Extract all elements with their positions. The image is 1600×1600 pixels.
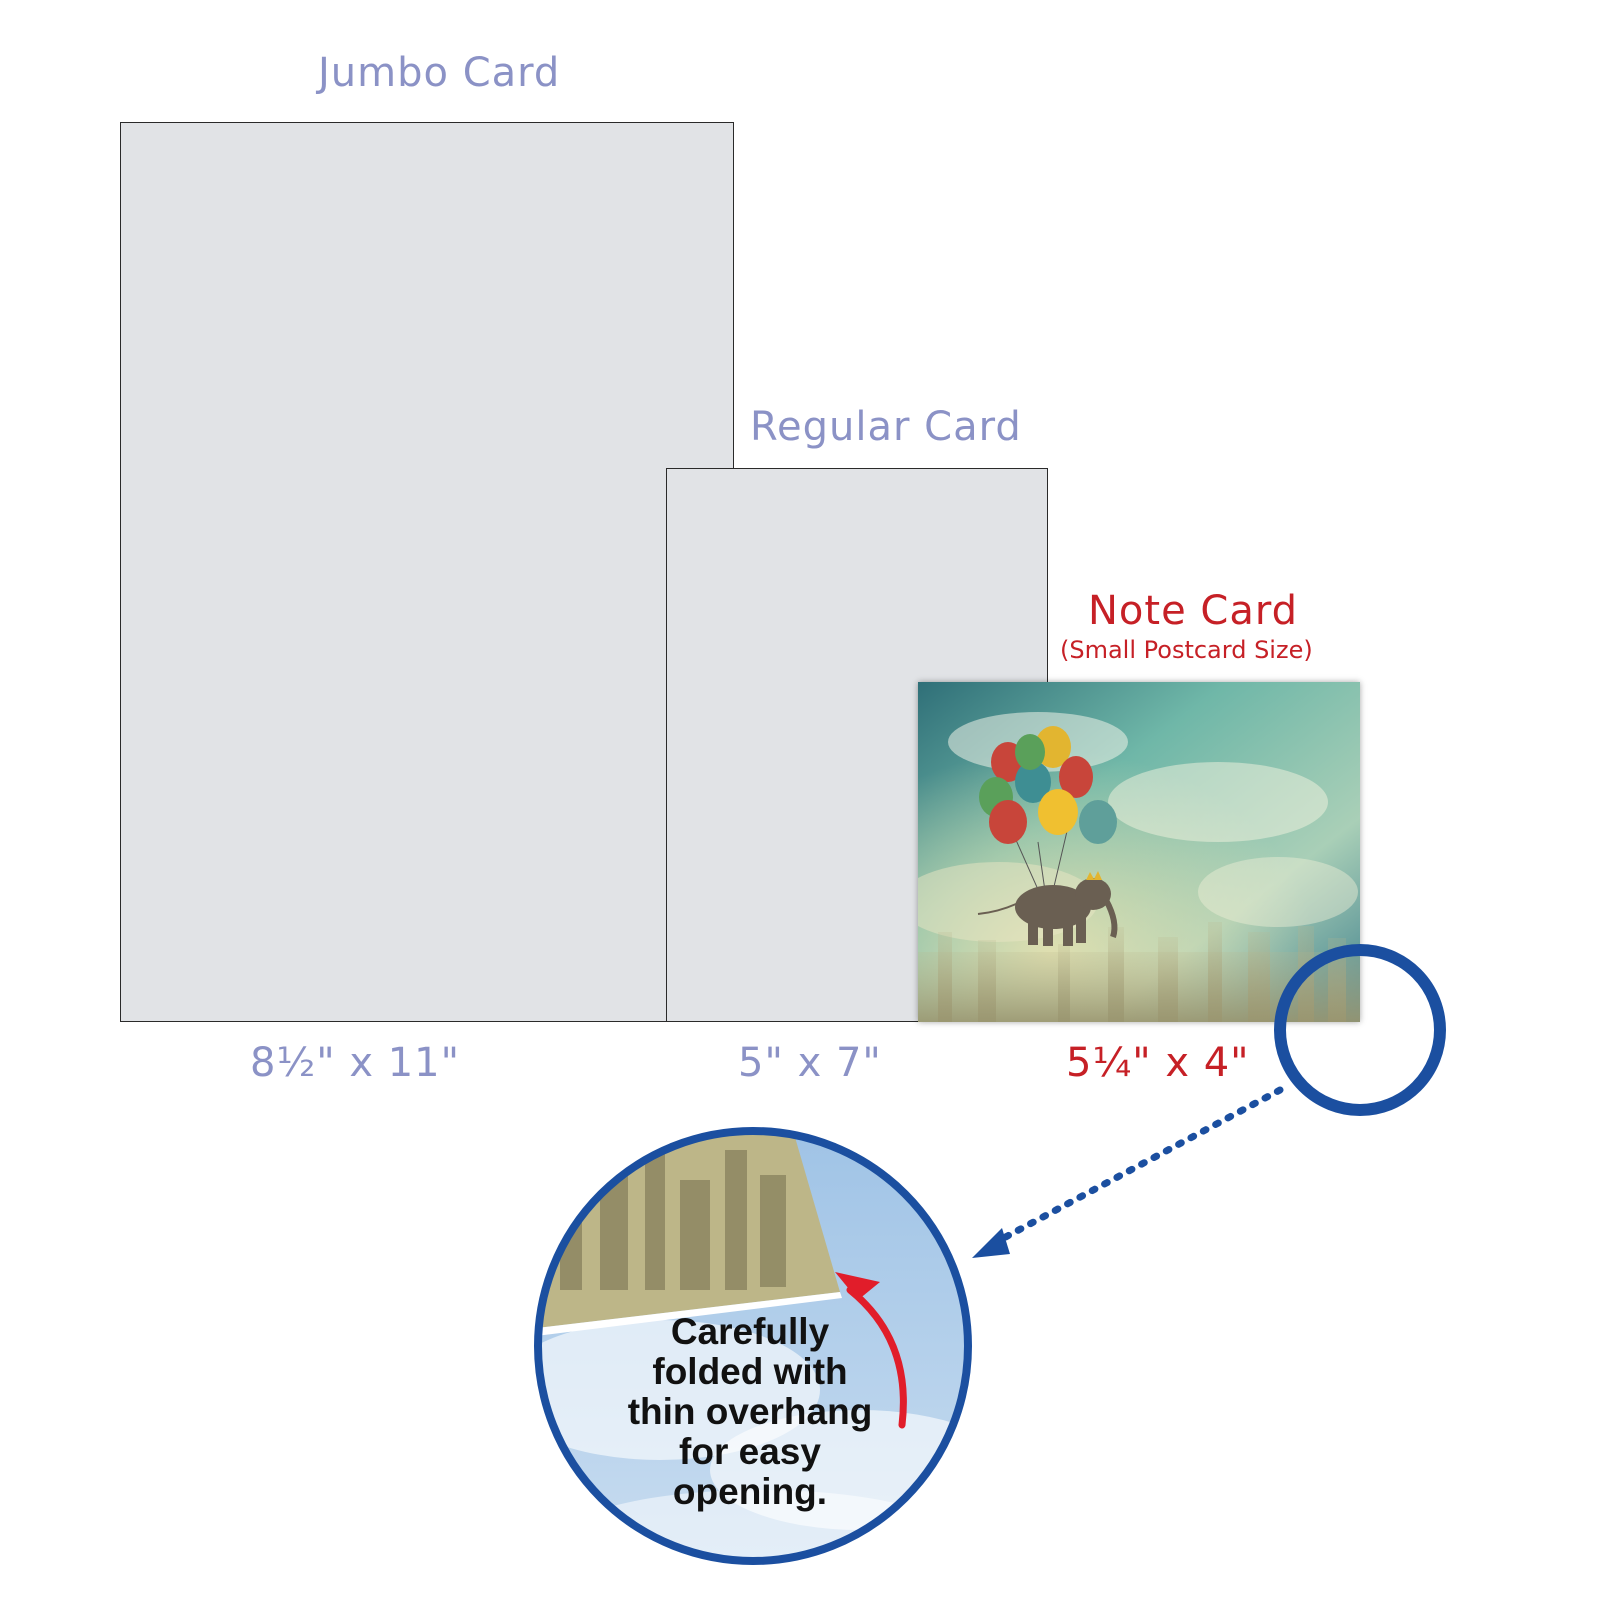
regular-card-size: 5" x 7"	[738, 1040, 882, 1086]
red-arrowhead-icon	[835, 1272, 880, 1300]
jumbo-card-size: 8½" x 11"	[250, 1040, 461, 1086]
callout-line: thin overhang	[627, 1391, 873, 1432]
jumbo-card-title: Jumbo Card	[318, 50, 561, 96]
red-curved-arrow	[846, 1286, 907, 1429]
callout-text: Carefully folded with thin overhang for …	[580, 1312, 920, 1512]
regular-card-title: Regular Card	[750, 404, 1022, 450]
dotted-arrow-line	[996, 1086, 1284, 1244]
callout-line: for easy	[679, 1431, 821, 1472]
highlight-circle	[1274, 944, 1446, 1116]
magnified-circle-border	[534, 1127, 972, 1565]
callout-line: folded with	[652, 1351, 848, 1392]
note-card-size: 5¼" x 4"	[1066, 1040, 1250, 1086]
note-card-subtitle: (Small Postcard Size)	[1060, 636, 1313, 664]
note-card-title: Note Card	[1088, 588, 1298, 634]
callout-line: Carefully	[670, 1311, 830, 1352]
note-card-image	[918, 682, 1360, 1022]
callout-line: opening.	[672, 1471, 828, 1512]
arrowhead-icon	[972, 1228, 1010, 1258]
jumbo-card-outline	[120, 122, 734, 1022]
